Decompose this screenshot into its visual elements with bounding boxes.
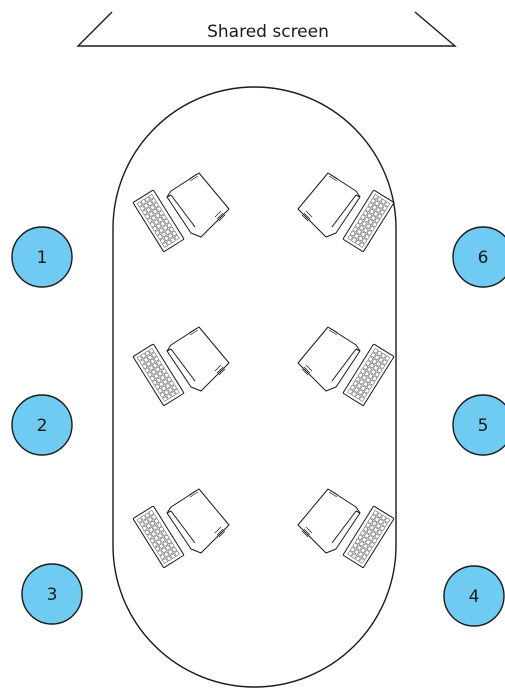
monitor-vents <box>301 327 339 376</box>
keyboard-keys <box>136 510 180 564</box>
monitor <box>166 172 230 238</box>
seat-6-number: 6 <box>478 248 489 268</box>
monitor-vents <box>188 327 226 376</box>
seat-1-number: 1 <box>37 248 48 268</box>
workstation-left-bottom <box>132 488 230 568</box>
seat-1: 1 <box>11 226 73 288</box>
workstation-left-middle <box>132 326 230 406</box>
workstation-left-top <box>132 172 230 252</box>
keyboard-keys <box>347 348 391 402</box>
seat-6-circle <box>452 226 505 288</box>
shared-screen: Shared screen <box>76 11 457 47</box>
seat-2-circle <box>11 394 73 456</box>
seat-4: 4 <box>443 565 505 627</box>
seat-4-circle <box>443 565 505 627</box>
workstation-right-middle <box>297 326 395 406</box>
seat-5: 5 <box>452 394 505 456</box>
keyboard-keys <box>136 194 180 248</box>
monitor <box>166 326 230 392</box>
monitor-vents <box>301 173 339 222</box>
keyboard <box>342 505 395 568</box>
keyboard <box>132 189 185 252</box>
seat-2-number: 2 <box>37 416 48 436</box>
seat-4-number: 4 <box>469 587 480 607</box>
monitor-vents <box>188 489 226 538</box>
seat-6: 6 <box>452 226 505 288</box>
keyboard-keys <box>347 194 391 248</box>
keyboard-keys <box>347 510 391 564</box>
keyboard <box>132 343 185 406</box>
shared-screen-outline <box>76 11 457 47</box>
seat-3-number: 3 <box>47 585 58 605</box>
keyboard <box>342 189 395 252</box>
seat-2: 2 <box>11 394 73 456</box>
monitor <box>166 488 230 554</box>
keyboard-keys <box>136 348 180 402</box>
keyboard <box>342 343 395 406</box>
monitor <box>297 326 361 392</box>
seat-5-number: 5 <box>478 416 489 436</box>
seat-5-circle <box>452 394 505 456</box>
seat-3: 3 <box>21 563 83 625</box>
monitor-vents <box>188 173 226 222</box>
seat-1-circle <box>11 226 73 288</box>
shared-screen-label: Shared screen <box>207 22 329 42</box>
keyboard <box>132 505 185 568</box>
monitor-vents <box>301 489 339 538</box>
monitor <box>297 488 361 554</box>
workstation-right-bottom <box>297 488 395 568</box>
monitor <box>297 172 361 238</box>
workstation-right-top <box>297 172 395 252</box>
seat-3-circle <box>21 563 83 625</box>
workstations <box>132 172 395 568</box>
